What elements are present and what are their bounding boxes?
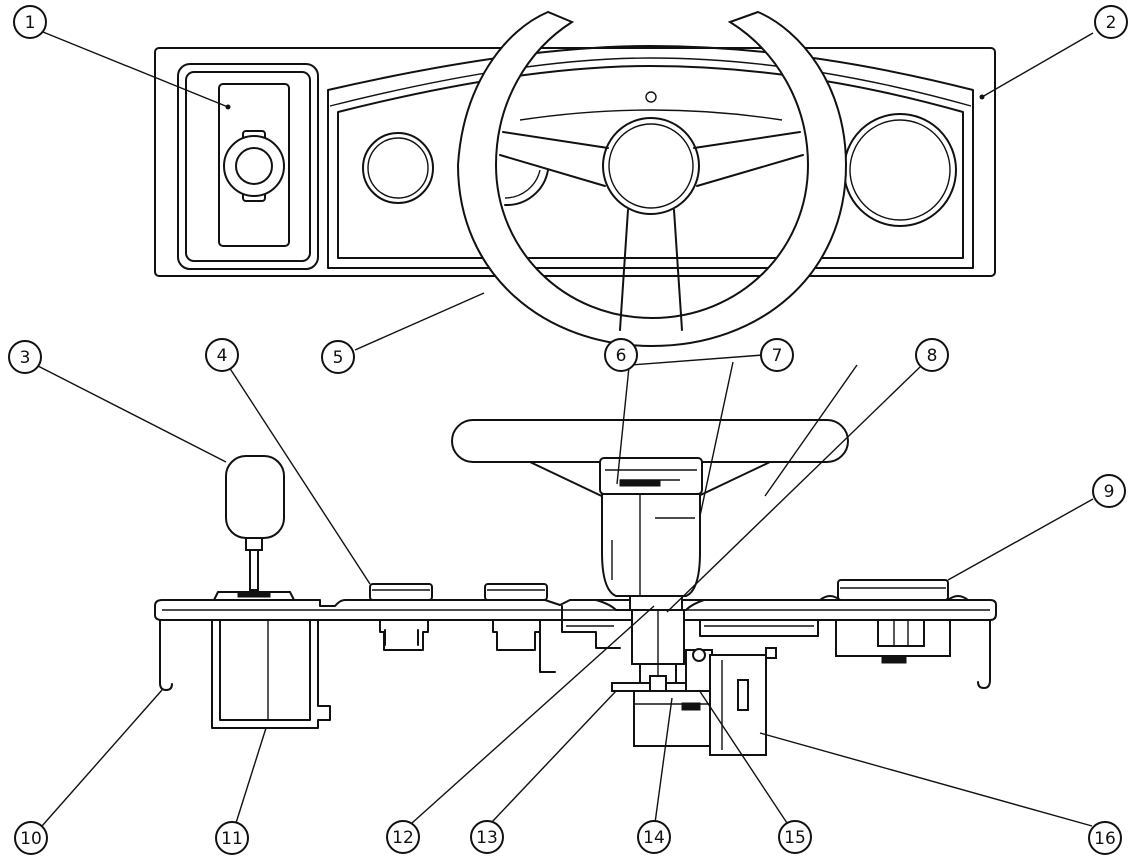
right-control-box xyxy=(817,579,969,664)
svg-text:2: 2 xyxy=(1106,13,1117,33)
svg-text:10: 10 xyxy=(20,829,42,849)
svg-text:6: 6 xyxy=(616,346,627,366)
callout-10: 10 xyxy=(14,821,48,855)
right-hook-bracket xyxy=(977,619,991,689)
gauge-cluster xyxy=(327,45,974,269)
callout-15: 15 xyxy=(778,820,812,854)
callout-4: 4 xyxy=(205,338,239,372)
svg-text:13: 13 xyxy=(476,828,498,848)
shifter-housing xyxy=(211,619,331,729)
svg-text:9: 9 xyxy=(1104,482,1115,502)
svg-text:11: 11 xyxy=(221,829,243,849)
callout-2: 2 xyxy=(1094,5,1128,39)
callout-9: 9 xyxy=(1092,474,1126,508)
svg-text:1: 1 xyxy=(25,13,36,33)
callout-16: 16 xyxy=(1088,821,1122,855)
deck-buttons xyxy=(369,583,556,673)
callout-14: 14 xyxy=(637,820,671,854)
deck-plate xyxy=(154,599,997,621)
shift-lever xyxy=(213,455,295,601)
svg-text:16: 16 xyxy=(1094,829,1116,849)
callout-13: 13 xyxy=(470,820,504,854)
svg-text:12: 12 xyxy=(392,828,414,848)
steering-wheel-side xyxy=(451,419,849,501)
callout-3: 3 xyxy=(8,340,42,374)
svg-text:5: 5 xyxy=(333,348,344,368)
svg-text:8: 8 xyxy=(927,346,938,366)
svg-text:7: 7 xyxy=(772,346,783,366)
steering-wheel-top xyxy=(456,10,848,348)
callout-12: 12 xyxy=(386,820,420,854)
key-switch-housing xyxy=(177,63,319,270)
svg-text:3: 3 xyxy=(20,348,31,368)
callout-8: 8 xyxy=(915,338,949,372)
column-mount xyxy=(561,605,819,649)
top-view xyxy=(154,10,996,348)
steering-column xyxy=(595,493,705,685)
svg-text:4: 4 xyxy=(217,346,228,366)
dash-panel xyxy=(154,47,996,277)
svg-text:15: 15 xyxy=(784,828,806,848)
switch-assembly xyxy=(611,647,777,756)
callout-5: 5 xyxy=(321,340,355,374)
front-view xyxy=(154,419,997,756)
callout-6: 6 xyxy=(604,338,638,372)
callout-11: 11 xyxy=(215,821,249,855)
callouts: 1 2 3 4 5 6 7 8 xyxy=(8,5,1128,855)
callout-1: 1 xyxy=(13,5,47,39)
left-hook-bracket xyxy=(159,619,173,691)
svg-text:14: 14 xyxy=(643,828,665,848)
callout-7: 7 xyxy=(760,338,794,372)
leader-lines xyxy=(37,31,1094,827)
